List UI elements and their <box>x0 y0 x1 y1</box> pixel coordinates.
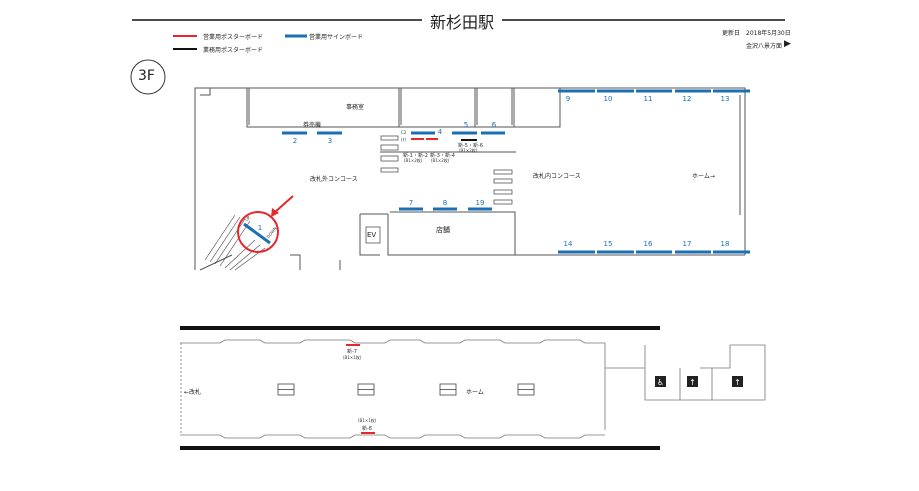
board-label-1: 1 <box>257 224 263 232</box>
room-outside-concourse: 改札外コンコース <box>310 176 358 183</box>
room-shop: 店舗 <box>436 226 450 234</box>
legend-black-label: 業務用ポスターボード <box>203 47 264 54</box>
board-label-16: 16 <box>643 240 653 248</box>
board-n8-size: (B1×1枚) <box>358 418 377 423</box>
floor-plan-walls <box>194 87 746 271</box>
board-label-12: 12 <box>682 95 692 103</box>
board-label-4: 4 <box>437 128 443 136</box>
board-label-2: 2 <box>292 137 298 145</box>
board-4-tag: C2 <box>401 130 407 135</box>
board-label-5: 5 <box>463 121 469 129</box>
board-label-11: 11 <box>643 95 653 103</box>
pair-1-2-size: (B1×2枚) <box>404 158 423 163</box>
board-n8-label: 新-8 <box>362 426 372 432</box>
pair-5-6: 新-5・新-6 <box>458 143 483 149</box>
board-label-15: 15 <box>603 240 613 248</box>
page-title: 新杉田駅 <box>421 9 503 33</box>
stair-blocks <box>365 135 513 244</box>
board-label-18: 18 <box>720 240 730 248</box>
legend-blue-label: 営業用サインボード <box>309 34 364 41</box>
pair-3-4: 新-3・新-4 <box>430 153 455 159</box>
board-label-19: 19 <box>475 199 485 207</box>
updated-label: 更新日 <box>722 30 741 37</box>
pair-5-6-size: (B1×2枚) <box>459 148 478 153</box>
board-label-17: 17 <box>682 240 692 248</box>
highlight-arrow <box>273 195 294 214</box>
updated-date: 2018年5月30日 <box>746 30 791 37</box>
arrow-head-icon <box>271 208 279 217</box>
board-n7-size: (B1×1枚) <box>343 355 362 360</box>
board-label-10: 10 <box>603 95 613 103</box>
pair-1-2: 新-1・新-2 <box>403 153 428 159</box>
highlight-circle <box>237 211 279 253</box>
floor-label: 3F <box>138 68 155 84</box>
facility-icons: ♿ ↑ ↑ <box>655 376 743 387</box>
legend-red-label: 営業用ポスターボード <box>203 34 264 41</box>
platform-outline <box>180 339 766 439</box>
wheelchair-icon <box>655 376 666 387</box>
svg-text:↑: ↑ <box>689 378 696 387</box>
pair-3-4-size: (B1×2枚) <box>431 158 450 163</box>
benches <box>277 383 535 396</box>
floor-badge-circle <box>130 59 166 95</box>
board-label-13: 13 <box>720 95 730 103</box>
board-label-6: 6 <box>491 121 497 129</box>
room-ev: EV <box>367 231 377 239</box>
svg-text:♿: ♿ <box>657 378 664 387</box>
board-n7-label: 新-7 <box>347 349 357 355</box>
escalator-steps <box>204 214 266 271</box>
room-inside-concourse: 改札内コンコース <box>533 173 581 180</box>
gate-label: ←改札 <box>184 389 202 396</box>
svg-text:↑: ↑ <box>734 378 741 387</box>
board-label-9: 9 <box>565 95 571 103</box>
sign-boards <box>243 89 750 254</box>
platform-label: ホーム <box>466 389 484 396</box>
room-home: ホーム→ <box>692 173 715 180</box>
red-tag: (ｾ) <box>401 137 407 142</box>
room-office: 事務室 <box>346 104 365 111</box>
room-ticket: 券売機 <box>303 122 322 129</box>
board-label-7: 7 <box>408 199 414 207</box>
board-label-8: 8 <box>442 199 448 207</box>
triangle-right-icon: ▶ <box>784 39 791 49</box>
escalator-up-icon-2 <box>732 376 743 387</box>
board-label-3: 3 <box>327 137 333 145</box>
direction-label: 金沢八景方面 <box>746 43 783 50</box>
escalator-up-icon <box>687 376 698 387</box>
board-label-14: 14 <box>563 240 573 248</box>
